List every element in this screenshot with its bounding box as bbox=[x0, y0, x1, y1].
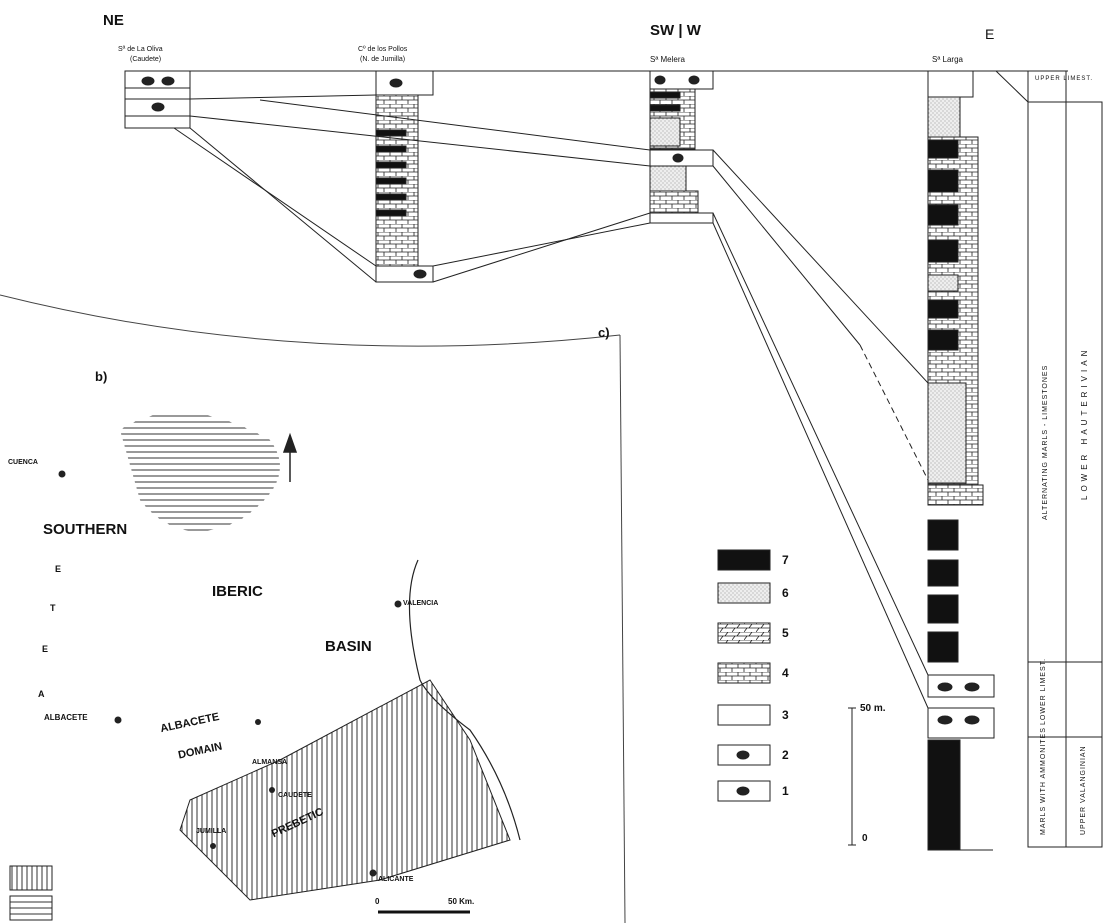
map-scale-zero: 0 bbox=[375, 897, 380, 906]
column-melera bbox=[649, 70, 714, 224]
panel-c-label: c) bbox=[598, 325, 610, 340]
legend-boxes bbox=[717, 549, 771, 802]
direction-e: E bbox=[985, 26, 995, 42]
iberic-hatched-zone bbox=[120, 412, 280, 532]
unit-upper-valanginian: UPPER VALANGINIAN bbox=[1080, 745, 1087, 835]
legend-label-7: 7 bbox=[782, 553, 789, 567]
stratigraphic-units bbox=[995, 70, 1103, 848]
section-scale-bar bbox=[848, 707, 856, 846]
direction-ne: NE bbox=[103, 12, 124, 29]
city-markers bbox=[58, 470, 402, 877]
region-basin: BASIN bbox=[325, 638, 372, 655]
prebetic-zone bbox=[179, 679, 511, 901]
city-valencia: VALENCIA bbox=[403, 600, 439, 607]
unit-lower-limest: LOWER LIMEST. bbox=[1040, 657, 1047, 725]
legend-label-2: 2 bbox=[782, 748, 789, 762]
city-caudete: CAUDETE bbox=[278, 792, 312, 799]
side-letter-4: A bbox=[38, 689, 45, 699]
unit-marls-ammonites: MARLS WITH AMMONITES bbox=[1040, 727, 1047, 835]
panel-b-label: b) bbox=[95, 369, 108, 384]
map-frame bbox=[0, 294, 626, 923]
section-name-los-pollos: Cº de los Pollos bbox=[358, 46, 408, 53]
city-alicante: ALICANTE bbox=[378, 876, 414, 883]
city-almansa: ALMANSA bbox=[252, 759, 287, 766]
direction-sw-w: SW | W bbox=[650, 22, 701, 39]
side-letter-2: T bbox=[50, 603, 56, 613]
section-name-melera: Sª Melera bbox=[650, 55, 685, 64]
legend-label-5: 5 bbox=[782, 626, 789, 640]
scale-50m: 50 m. bbox=[860, 703, 886, 714]
section-name-la-oliva: Sª de La Oliva bbox=[118, 46, 163, 53]
region-southern: SOUTHERN bbox=[43, 521, 128, 538]
column-larga bbox=[927, 70, 995, 851]
unit-alternating: ALTERNATING MARLS - LIMESTONES bbox=[1042, 364, 1049, 520]
city-albacete: ALBACETE bbox=[44, 713, 88, 722]
city-jumilla: JUMILLA bbox=[196, 828, 227, 835]
column-la-oliva bbox=[124, 70, 191, 129]
legend-label-6: 6 bbox=[782, 586, 789, 600]
map-scale-km: 50 Km. bbox=[448, 897, 475, 906]
correlation-lines bbox=[173, 70, 929, 709]
map-legend bbox=[9, 865, 53, 921]
section-name-larga: Sª Larga bbox=[932, 55, 963, 64]
coastline bbox=[408, 559, 521, 841]
city-cuenca: CUENCA bbox=[8, 459, 38, 466]
unit-upper-limest: UPPER LIMEST. bbox=[1035, 76, 1094, 82]
legend-label-3: 3 bbox=[782, 708, 789, 722]
scale-0: 0 bbox=[862, 833, 868, 844]
legend-label-4: 4 bbox=[782, 666, 789, 680]
legend-label-1: 1 bbox=[782, 784, 789, 798]
unit-lower-hauterivian: LOWER HAUTERIVIAN bbox=[1080, 346, 1089, 500]
region-iberic: IBERIC bbox=[212, 583, 263, 600]
side-letter-3: E bbox=[42, 644, 49, 654]
section-sub-los-pollos: (N. de Jumilla) bbox=[360, 56, 406, 63]
section-sub-la-oliva: (Caudete) bbox=[130, 56, 162, 63]
side-letter-1: E bbox=[55, 564, 62, 574]
column-los-pollos bbox=[375, 70, 434, 283]
north-arrow bbox=[282, 432, 298, 482]
